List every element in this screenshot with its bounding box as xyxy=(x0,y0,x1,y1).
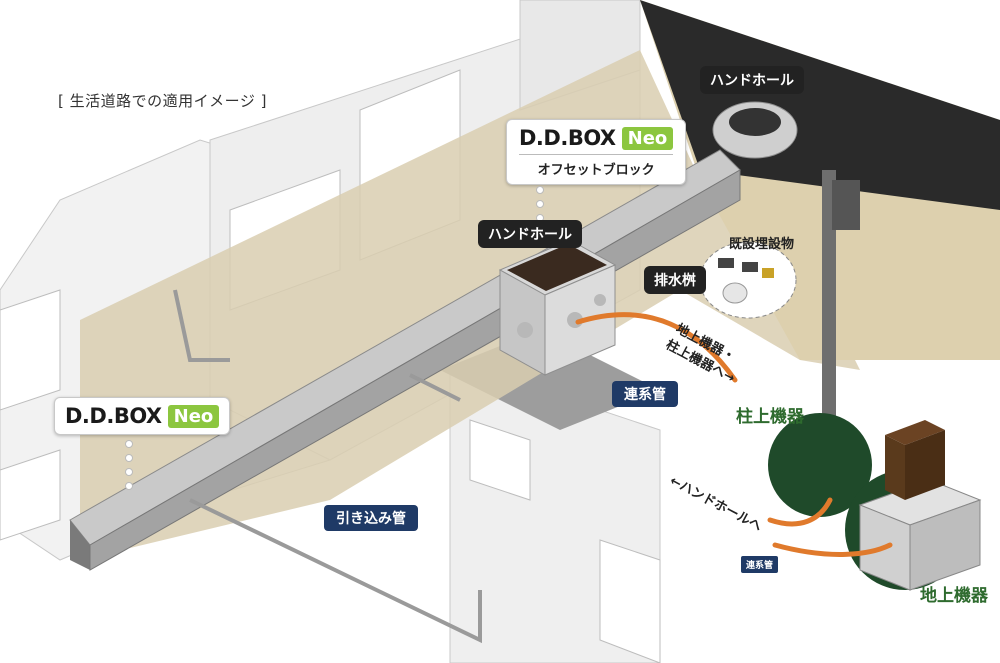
caption: [ 生活道路での適用イメージ ] xyxy=(58,92,267,110)
top-handhole xyxy=(712,101,798,159)
orange-pipes xyxy=(575,312,893,557)
existing-utilities xyxy=(699,241,797,319)
leader-dots-left xyxy=(125,440,133,496)
ground-cabinet xyxy=(858,420,982,591)
service-pipes xyxy=(173,289,482,644)
existing-utilities-label: 既設埋設物 xyxy=(729,237,795,252)
handhole-top-label: ハンドホール xyxy=(700,66,804,94)
ddbox-label: D.D.BOX Neo xyxy=(54,397,231,435)
service-pipe-label: 引き込み管 xyxy=(324,505,418,531)
ddbox-offset-block-label: D.D.BOX Neo オフセットブロック xyxy=(506,119,687,185)
ground-equipment-label: 地上機器 xyxy=(920,586,988,606)
link-pipe-label: 連系管 xyxy=(612,381,678,407)
link-pipe-small-label: 連系管 xyxy=(741,556,779,573)
ddbox-brand-text: D.D.BOX xyxy=(519,126,616,150)
offset-block-text: オフセットブロック xyxy=(519,154,674,178)
drain-label: 排水桝 xyxy=(644,266,706,294)
handhole-mid-label: ハンドホール xyxy=(478,220,582,248)
ddbox-neo-badge: Neo xyxy=(167,404,220,428)
ddbox-brand-text: D.D.BOX xyxy=(65,404,162,428)
ddbox-neo-badge: Neo xyxy=(621,126,674,150)
pole-equipment-label: 柱上機器 xyxy=(736,407,804,427)
